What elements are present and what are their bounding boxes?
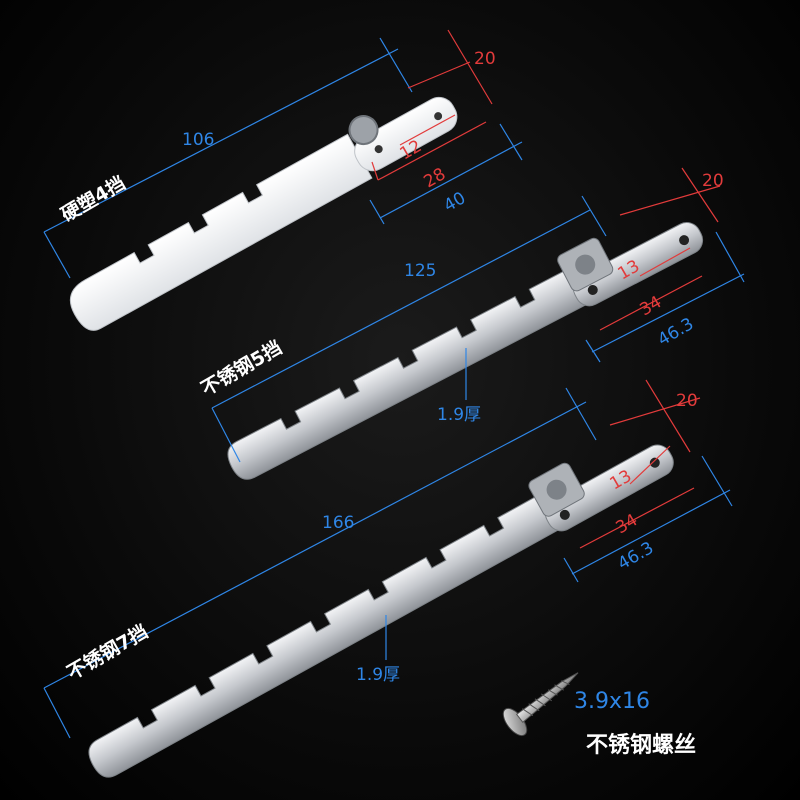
screw-illustration xyxy=(502,672,579,737)
steel-stay-base xyxy=(544,444,674,532)
plastic-stay-rivet xyxy=(348,115,379,146)
base-hole xyxy=(374,145,383,154)
stay3-length: 166 xyxy=(322,513,354,533)
screw-size: 3.9x16 xyxy=(574,689,650,714)
stay1-length: 106 xyxy=(182,130,214,150)
base-hole xyxy=(649,457,660,468)
plastic-stay-4 xyxy=(69,96,458,331)
base-hole xyxy=(434,112,443,121)
base-hole xyxy=(559,509,570,520)
stay2-width: 20 xyxy=(702,171,724,191)
stay2-base-length: 46.3 xyxy=(655,314,698,350)
stay1-base-length: 40 xyxy=(441,188,470,216)
base-hole xyxy=(679,235,690,246)
steel-stay-5 xyxy=(227,222,704,480)
steel-stay-7 xyxy=(88,444,674,778)
screw-shank xyxy=(515,672,579,723)
pivot-rivet xyxy=(575,254,596,275)
base-hole xyxy=(587,284,598,295)
stay3-name: 不锈钢7挡 xyxy=(64,621,152,685)
steel-stay-arm xyxy=(88,488,569,778)
steel-stay-base xyxy=(572,222,704,307)
stay1-pivot-span: 28 xyxy=(421,164,450,192)
stay3-base-length: 46.3 xyxy=(615,538,658,574)
stay2-thickness: 1.9厚 xyxy=(437,405,481,425)
stay3-pivot-span: 34 xyxy=(613,510,642,538)
steel-stay-arm xyxy=(227,264,595,480)
pivot-rivet xyxy=(546,479,567,500)
stay2-name: 不锈钢5挡 xyxy=(198,337,286,401)
plastic-stay-arm xyxy=(69,133,373,331)
stay3-thickness: 1.9厚 xyxy=(356,665,400,685)
stay2-length: 125 xyxy=(404,261,436,281)
stay1-width: 20 xyxy=(474,49,496,69)
dimension-lines xyxy=(43,29,745,739)
screw-name: 不锈钢螺丝 xyxy=(586,732,696,758)
stay1-name: 硬塑4挡 xyxy=(57,171,129,226)
stay3-width: 20 xyxy=(676,391,698,411)
